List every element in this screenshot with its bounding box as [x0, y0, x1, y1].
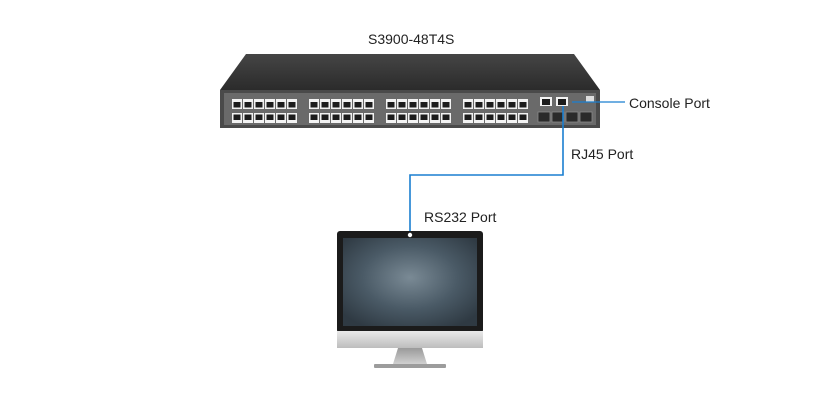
rj45-port-socket: [343, 102, 351, 108]
rj45-port-socket: [508, 114, 516, 120]
sfp-port-bank: [537, 111, 593, 123]
sfp-port: [579, 111, 593, 123]
rj45-port-socket: [343, 114, 351, 120]
rj45-port-socket: [310, 114, 318, 120]
console-cable: [409, 106, 564, 235]
monitor-screen: [343, 238, 477, 326]
monitor-stand: [393, 348, 427, 364]
rj45-port-socket: [409, 114, 417, 120]
rj45-port-socket: [354, 114, 362, 120]
rj45-port-socket: [497, 114, 505, 120]
rj45-port-socket: [519, 102, 527, 108]
rj45-port-socket: [497, 102, 505, 108]
rj45-port-socket: [354, 102, 362, 108]
rj45-port-socket: [321, 102, 329, 108]
rj45-port-socket: [277, 114, 285, 120]
rj45-port-socket: [420, 102, 428, 108]
status-led-block: [586, 96, 594, 102]
rj45-port-socket: [475, 102, 483, 108]
rj45-port-socket: [486, 114, 494, 120]
rj45-port-socket: [398, 114, 406, 120]
console-port-socket: [542, 99, 550, 105]
rj45-port-label: RJ45 Port: [571, 146, 634, 162]
console-port-bank: [540, 97, 568, 106]
rj45-port-socket: [288, 114, 296, 120]
console-port-label: Console Port: [629, 95, 710, 111]
rj45-port-socket: [365, 102, 373, 108]
rj45-port-socket: [244, 102, 252, 108]
rj45-port-socket: [464, 114, 472, 120]
rj45-port-socket: [508, 102, 516, 108]
rj45-port-socket: [387, 114, 395, 120]
switch-model-label: S3900-48T4S: [368, 31, 455, 47]
rs232-port-label: RS232 Port: [424, 209, 497, 225]
sfp-port: [551, 111, 565, 123]
rj45-port-socket: [409, 102, 417, 108]
rj45-port-socket: [332, 114, 340, 120]
sfp-port: [565, 111, 579, 123]
rj45-port-socket: [321, 114, 329, 120]
rj45-port-socket: [519, 114, 527, 120]
monitor-stand-base: [374, 364, 446, 368]
rj45-port-socket: [244, 114, 252, 120]
rj45-port-socket: [420, 114, 428, 120]
rj45-port-socket: [464, 102, 472, 108]
computer-monitor: [337, 231, 483, 368]
rj45-port-socket: [431, 114, 439, 120]
network-switch: [220, 54, 600, 128]
rj45-port-socket: [255, 114, 263, 120]
rj45-port-socket: [442, 102, 450, 108]
rj45-port-socket: [365, 114, 373, 120]
rj45-port-socket: [255, 102, 263, 108]
monitor-chin: [337, 331, 483, 348]
sfp-port: [537, 111, 551, 123]
rj45-port-bank: [232, 99, 528, 123]
rj45-port-socket: [266, 114, 274, 120]
rj45-port-socket: [233, 102, 241, 108]
rj45-port-socket: [233, 114, 241, 120]
rj45-port-socket: [431, 102, 439, 108]
rj45-port-socket: [277, 102, 285, 108]
rj45-port-socket: [398, 102, 406, 108]
rj45-port-socket: [442, 114, 450, 120]
rj45-port-socket: [332, 102, 340, 108]
rj45-port-socket: [310, 102, 318, 108]
rj45-port-socket: [266, 102, 274, 108]
switch-top: [220, 54, 600, 90]
rj45-port-socket: [486, 102, 494, 108]
rj45-port-socket: [288, 102, 296, 108]
rj45-port-socket: [475, 114, 483, 120]
rj45-port-socket: [387, 102, 395, 108]
console-port-socket: [558, 99, 566, 105]
rs232-port-dot: [407, 232, 413, 238]
